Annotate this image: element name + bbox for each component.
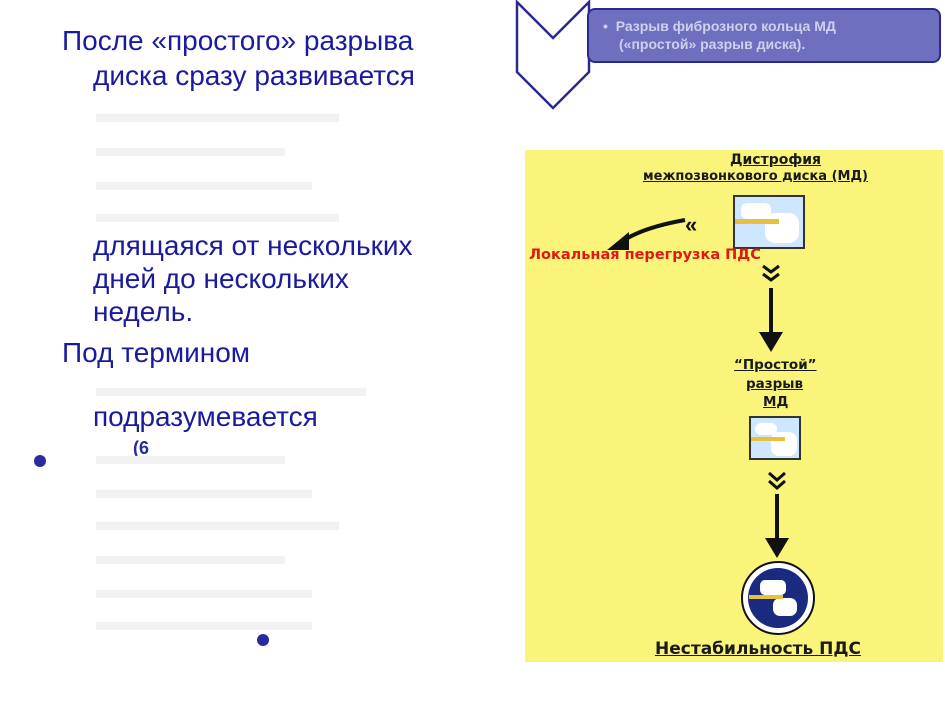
faint-line-b: ▬▬▬▬▬▬▬ <box>96 132 285 162</box>
faint-line-a: ▬▬▬▬▬▬▬▬▬ <box>96 98 339 128</box>
spine-xray-2 <box>749 416 801 460</box>
faint-line-i: ▬▬▬▬▬▬▬ <box>96 540 285 570</box>
disc-band <box>749 595 783 599</box>
diagram-arrows <box>607 218 815 635</box>
faint-line-k: ▬▬▬▬▬▬▬▬ <box>96 606 312 636</box>
curved-arrow <box>618 218 686 245</box>
simple-rupture-line-3: МД <box>763 394 789 410</box>
chevron-down-2b <box>768 479 786 490</box>
text-line-6: Под термином <box>62 337 251 368</box>
local-overload-label: Локальная перегрузка ПДС <box>529 247 761 263</box>
faint-line-h: ▬▬▬▬▬▬▬▬▬ <box>96 506 339 536</box>
text-line-5: недель. <box>93 296 194 327</box>
arrow-down-1-head <box>759 332 783 352</box>
faint-line-d: ▬▬▬▬▬▬▬▬▬ <box>96 198 339 228</box>
text-line-1: После «простого» разрыва <box>62 25 414 56</box>
double-chevron-left-icon: « <box>685 212 698 237</box>
vertebra-top <box>760 580 786 595</box>
chevron-down-2a <box>768 471 786 482</box>
text-line-2: диска сразу развивается <box>93 60 415 91</box>
arrow-down-2-head <box>765 538 789 558</box>
simple-rupture-line-1: “Простой” <box>734 357 817 373</box>
spine-xray-1 <box>733 195 805 249</box>
callout-box: • Разрыв фиброзного кольца МД («простой»… <box>587 8 941 63</box>
chevron-callout-icon <box>515 0 591 110</box>
callout-line-1: • Разрыв фиброзного кольца МД <box>603 18 836 34</box>
chevron-down-1b <box>762 272 780 282</box>
bullet-dot-2 <box>257 634 269 646</box>
faint-line-e: ▬▬▬▬▬▬▬▬▬▬ <box>96 372 366 402</box>
faint-line-c: ▬▬▬▬▬▬▬▬ <box>96 166 312 196</box>
chevron-down-1a <box>762 264 780 274</box>
faint-line-g: ▬▬▬▬▬▬▬▬ <box>96 474 312 504</box>
text-line-3: длящаяся от нескольких <box>93 230 413 261</box>
faint-line-j: ▬▬▬▬▬▬▬▬ <box>96 574 312 604</box>
callout-line-2: («простой» разрыв диска). <box>619 36 806 52</box>
text-line-4: дней до нескольких <box>93 263 349 294</box>
text-line-7: подразумевается <box>93 401 318 432</box>
faint-line-f: ▬▬▬▬▬▬▬ <box>96 440 285 470</box>
vertebra-bottom <box>773 598 797 616</box>
bullet-dot-1 <box>34 455 46 467</box>
simple-rupture-line-2: разрыв <box>746 376 804 392</box>
curved-arrow-head <box>607 232 629 250</box>
diagram-panel: Дистрофия межпозвонкового диска (МД) « Л… <box>525 150 943 662</box>
diagram-title-line-1: Дистрофия <box>730 152 822 168</box>
diagram-title-line-2: межпозвонкового диска (МД) <box>643 169 868 184</box>
instability-label: Нестабильность ПДС <box>655 639 862 659</box>
bullet-glyph: (6 <box>133 438 150 458</box>
